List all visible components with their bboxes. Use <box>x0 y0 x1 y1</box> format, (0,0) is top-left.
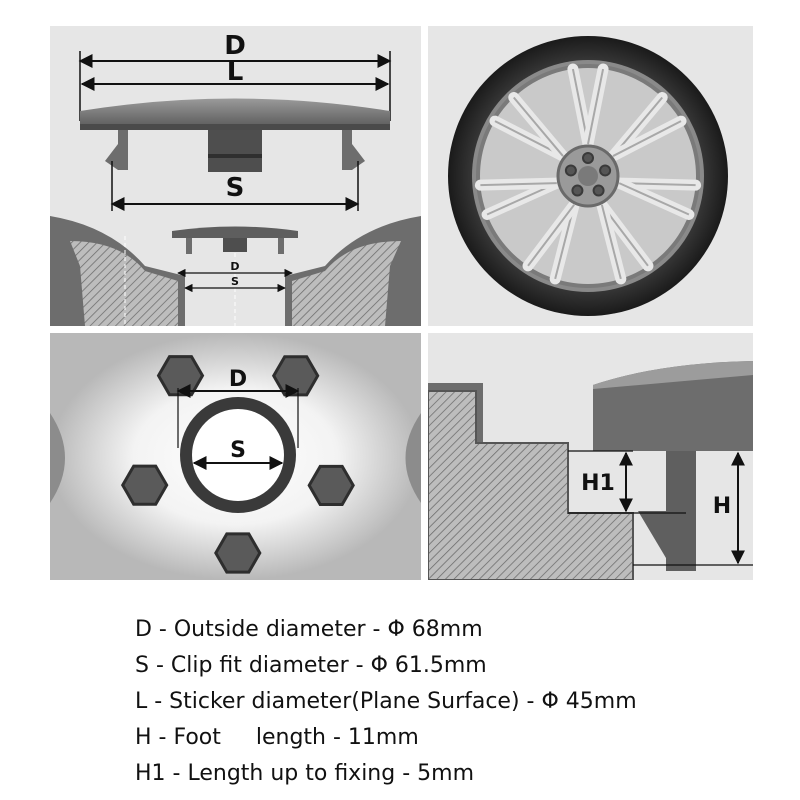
lug-nut-icon <box>571 184 584 197</box>
label-d-small: D <box>230 260 239 273</box>
cap-profile-panel: D L S D S <box>50 26 421 326</box>
spoke-edge <box>612 120 682 157</box>
hub-ring-inner <box>192 409 284 501</box>
label-d: D <box>224 31 246 61</box>
lug-nut-icon <box>307 464 355 506</box>
lug-nut-icon <box>599 164 612 177</box>
spec-outside-diameter: D - Outside diameter - Φ 68mm <box>135 617 483 642</box>
spoke-edge <box>600 204 622 280</box>
label-l: L <box>227 57 244 87</box>
label-s-hub: S <box>230 438 246 463</box>
lug-nut-icon <box>156 355 205 397</box>
label-h1: H1 <box>581 471 615 496</box>
lug-nut-icon <box>582 152 594 164</box>
spec-foot-length: H - Foot length - 11mm <box>135 725 419 750</box>
spec-list: D - Outside diameter - Φ 68mm S - Clip f… <box>135 612 637 792</box>
hub-top-panel: D S <box>50 333 421 580</box>
lug-nut-icon <box>564 164 577 177</box>
lug-nut-icon <box>271 355 320 397</box>
spoke-edge <box>513 96 564 157</box>
cap-foot <box>666 451 696 571</box>
wheel-panel <box>428 26 753 326</box>
label-d-hub: D <box>229 367 247 392</box>
lug-nut-icon <box>120 464 169 506</box>
spoke-edge <box>480 182 557 187</box>
spec-length-to-fixing: H1 - Length up to fixing - 5mm <box>135 761 475 786</box>
spoke-edge <box>587 68 605 145</box>
spec-clip-fit-diameter: S - Clip fit diameter - Φ 61.5mm <box>135 653 487 678</box>
label-s-small: S <box>231 275 239 288</box>
label-h: H <box>713 494 731 519</box>
cross-section-panel: H1 H <box>428 333 753 580</box>
spec-sticker-diameter: L - Sticker diameter(Plane Surface) - Φ … <box>135 689 637 714</box>
cap-top-dome <box>80 98 390 126</box>
label-s: S <box>226 173 245 203</box>
spoke-edge <box>618 182 690 216</box>
small-cap <box>172 226 298 238</box>
lug-nut-icon <box>214 532 262 574</box>
spoke-edge <box>527 204 575 267</box>
wheel-spokes <box>474 63 702 285</box>
lug-nut-icon <box>592 184 605 197</box>
